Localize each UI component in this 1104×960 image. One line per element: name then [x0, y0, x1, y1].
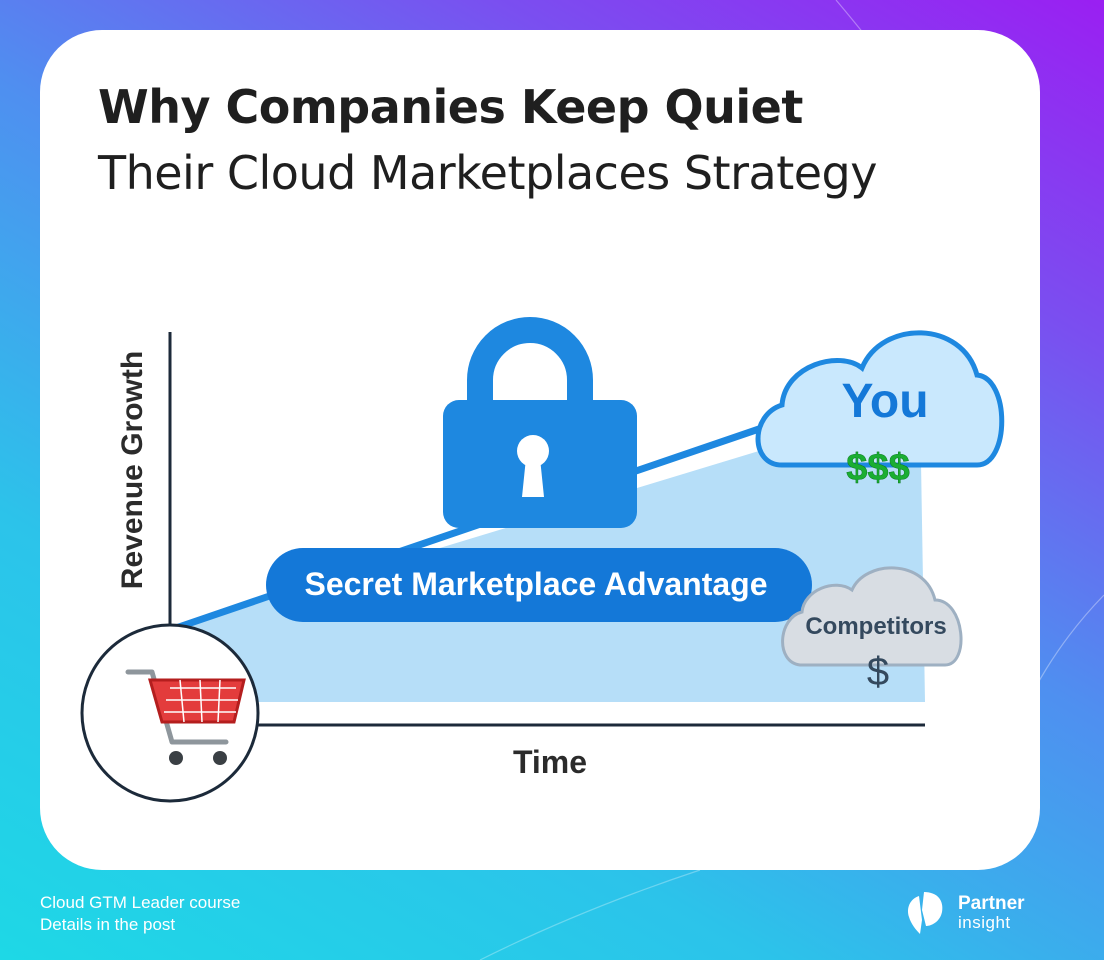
growth-diagram: Secret Marketplace Advantage You $$$ Com…: [80, 317, 1005, 803]
shopping-cart-icon: [125, 669, 246, 765]
competitors-label: Competitors: [805, 613, 946, 640]
headline-light: Their Cloud Marketplaces Strategy: [98, 146, 877, 200]
course-details: Details in the post: [40, 915, 176, 934]
x-axis-label: Time: [513, 744, 587, 780]
shopping-cart-badge: [80, 623, 260, 803]
course-title: Cloud GTM Leader course: [40, 893, 241, 912]
you-amount: $$$: [846, 447, 909, 489]
brand-name: Partner: [958, 893, 1025, 914]
y-axis-label: Revenue Growth: [116, 351, 149, 589]
headline-bold: Why Companies Keep Quiet: [98, 80, 803, 134]
competitors-cloud: Competitors $: [781, 566, 963, 694]
brand-subname: insight: [958, 913, 1011, 932]
partner-insight-logo: Partner insight: [904, 888, 1064, 938]
advantage-banner: Secret Marketplace Advantage: [266, 548, 812, 622]
competitors-amount: $: [867, 650, 889, 694]
you-cloud: You $$$: [755, 330, 1005, 489]
cloud-icon: [755, 330, 1005, 468]
content-card: Why Companies Keep Quiet Their Cloud Mar…: [40, 30, 1040, 870]
course-footer: Cloud GTM Leader course Details in the p…: [40, 892, 240, 936]
you-label: You: [841, 375, 928, 428]
padlock-icon: [443, 317, 637, 528]
logo-mark-icon: [908, 892, 943, 934]
advantage-banner-label: Secret Marketplace Advantage: [304, 566, 767, 602]
